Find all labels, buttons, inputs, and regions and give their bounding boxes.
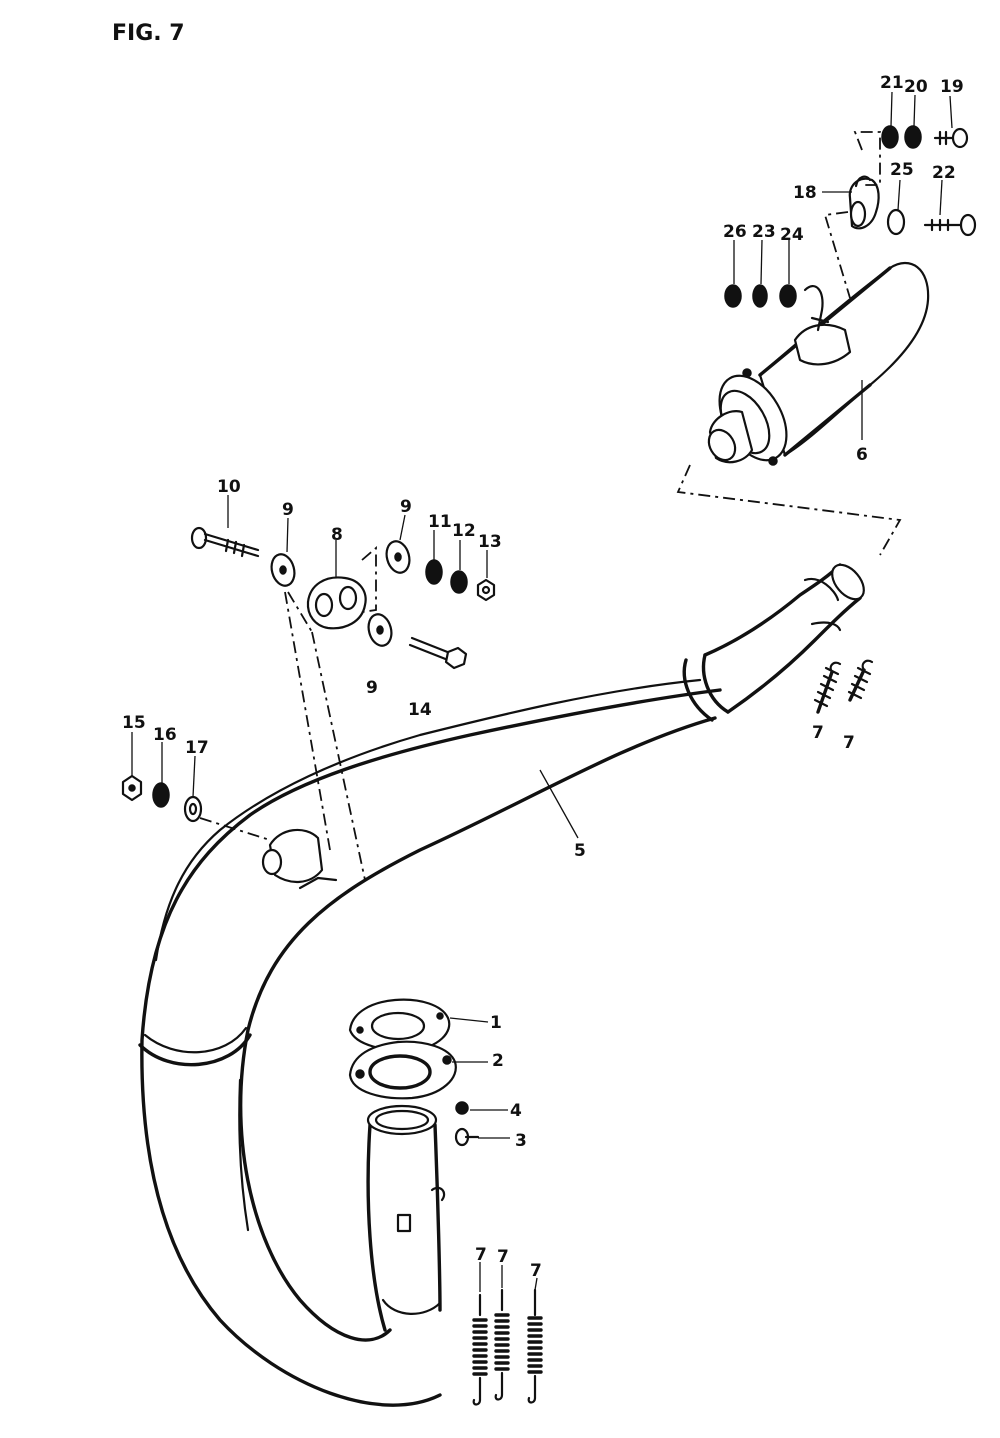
- rubber-mount-8: [306, 576, 367, 630]
- callout-24: 24: [780, 225, 804, 245]
- exhaust-gasket: [348, 998, 451, 1052]
- washer-9-lower: [367, 613, 393, 647]
- muffler: [707, 262, 930, 466]
- callout-17: 17: [185, 738, 209, 758]
- callout-6: 6: [856, 445, 868, 465]
- callout-7-d: 7: [497, 1247, 509, 1267]
- spring-lower-2: [494, 1288, 510, 1401]
- clamp-bolt-lower: [923, 213, 977, 237]
- clamp-bolt-upper: [933, 127, 969, 149]
- callout-26: 26: [723, 222, 747, 242]
- exhaust-flange: [348, 1040, 457, 1100]
- clamp-washer-25: [886, 208, 906, 236]
- spring-lower-1: [472, 1293, 488, 1406]
- washer-24: [779, 284, 797, 308]
- spring-upper-right: [847, 659, 874, 702]
- callout-7-b: 7: [843, 733, 855, 753]
- callout-9-a: 9: [282, 500, 294, 520]
- callout-8: 8: [331, 525, 343, 545]
- callout-5: 5: [574, 841, 586, 861]
- assembly-line-bracket: [284, 591, 366, 881]
- callout-1: 1: [490, 1013, 502, 1033]
- exhaust-pipe: [138, 563, 865, 1407]
- mount-bolt-10: [190, 526, 260, 558]
- assembly-line-washer-left: [199, 817, 271, 841]
- callout-23: 23: [752, 222, 776, 242]
- spring-lower-3: [527, 1288, 543, 1404]
- flange-bolt: [454, 1127, 480, 1147]
- assembly-line-muffler-pipe: [676, 464, 902, 556]
- flange-washer: [455, 1101, 469, 1115]
- mount-bolt-14: [408, 636, 468, 670]
- callout-9-b: 9: [400, 497, 412, 517]
- washer-9-right: [385, 540, 411, 574]
- washer-12: [450, 570, 468, 594]
- callout-3: 3: [515, 1131, 527, 1151]
- callout-7-e: 7: [530, 1261, 542, 1281]
- nut-15: [121, 774, 143, 802]
- callout-9-c: 9: [366, 678, 378, 698]
- clamp-washer-20: [904, 125, 922, 149]
- clamp-nut-21: [881, 125, 899, 149]
- nut-26: [724, 284, 742, 308]
- leader-lines: [131, 91, 953, 1292]
- callout-labels: 1 2 3 4 5 6 7 7 7 7 7 8 9 9 9 10 11 12 1…: [122, 73, 964, 1281]
- callout-21: 21: [880, 73, 904, 93]
- washer-16: [152, 782, 170, 808]
- nut-13: [476, 578, 496, 602]
- callout-13: 13: [478, 532, 502, 552]
- washer-9-left: [270, 553, 296, 587]
- callout-12: 12: [452, 521, 476, 541]
- callout-7-c: 7: [475, 1245, 487, 1265]
- callout-10: 10: [217, 477, 241, 497]
- callout-18: 18: [793, 183, 817, 203]
- assembly-line-mount: [361, 546, 377, 613]
- callout-7-a: 7: [812, 723, 824, 743]
- spring-upper-left: [813, 661, 842, 714]
- callout-15: 15: [122, 713, 146, 733]
- washer-11: [425, 559, 443, 585]
- washer-23: [752, 284, 768, 308]
- muffler-clamp: [848, 175, 880, 230]
- figure-title: FIG. 7: [112, 21, 185, 46]
- callout-22: 22: [932, 163, 956, 183]
- assembly-line-clamp: [823, 131, 881, 299]
- callout-20: 20: [904, 77, 928, 97]
- callout-2: 2: [492, 1051, 504, 1071]
- callout-19: 19: [940, 77, 964, 97]
- callout-16: 16: [153, 725, 177, 745]
- callout-11: 11: [428, 512, 452, 532]
- callout-4: 4: [510, 1101, 522, 1121]
- washer-17: [183, 795, 203, 823]
- callout-14: 14: [408, 700, 432, 720]
- callout-25: 25: [890, 160, 914, 180]
